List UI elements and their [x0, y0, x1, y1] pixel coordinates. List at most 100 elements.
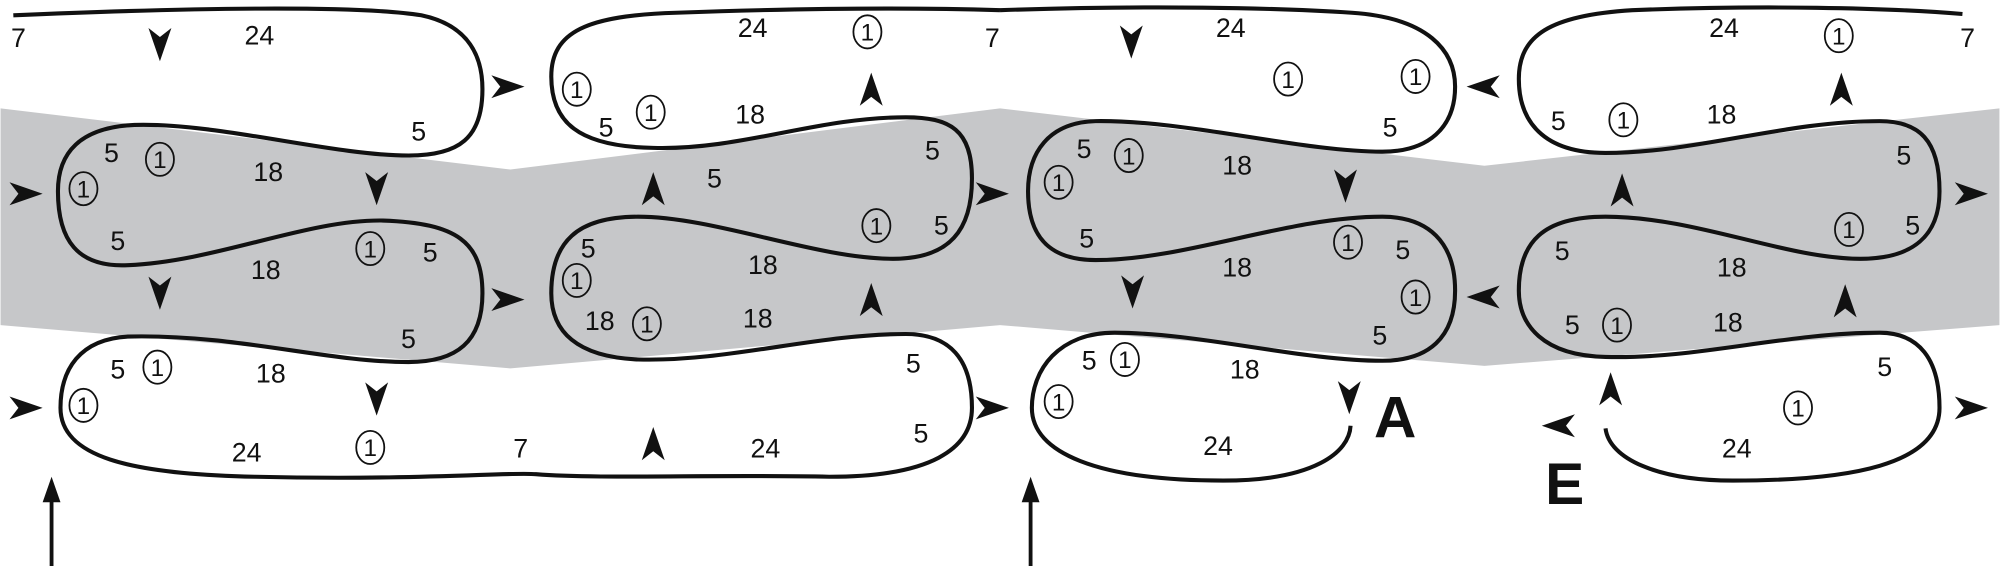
- arrowhead-down-icon: [1333, 169, 1357, 203]
- circled-number-text: 1: [1409, 285, 1422, 312]
- segment-length-label: 5: [934, 211, 949, 241]
- arrowhead-right-icon: [9, 396, 43, 420]
- segment-length-label: 18: [1230, 355, 1260, 385]
- circle-icon: [1400, 59, 1431, 94]
- circled-number-label: 1: [635, 94, 666, 130]
- arrowhead-right-icon: [491, 288, 525, 312]
- segment-length-label: 24: [751, 434, 781, 464]
- circle-icon: [1400, 279, 1431, 315]
- segment-length-label: 18: [1713, 308, 1743, 338]
- circled-number-text: 1: [1341, 230, 1354, 257]
- segment-length-label: 5: [1551, 106, 1566, 136]
- segment-length-label: 24: [244, 21, 274, 51]
- segment-length-label: 5: [1383, 112, 1398, 142]
- circle-icon: [1110, 342, 1140, 377]
- segment-length-label: 18: [1717, 253, 1747, 283]
- arrowhead-left-icon: [1541, 414, 1575, 438]
- circle-icon: [145, 141, 175, 177]
- circle-icon: [852, 14, 883, 50]
- circled-number-label: 1: [852, 14, 883, 50]
- segment-length-label: 7: [513, 434, 528, 464]
- circled-number-text: 1: [1610, 313, 1623, 340]
- segment-length-label: 5: [423, 237, 438, 267]
- segment-length-label: 18: [253, 157, 283, 187]
- circled-number-text: 1: [153, 147, 166, 174]
- segment-length-label: 5: [1565, 310, 1580, 340]
- arrowhead-up-icon: [1599, 372, 1623, 406]
- circled-number-text: 1: [1122, 143, 1135, 170]
- circled-number-label: 1: [355, 429, 386, 465]
- segment-length-label: 5: [906, 348, 921, 378]
- input-arrow-middle: [1021, 476, 1040, 566]
- circle-icon: [1333, 224, 1363, 260]
- segment-length-label: 24: [1709, 13, 1739, 43]
- segment-length-label: 18: [585, 306, 615, 336]
- segment-length-label: 5: [1905, 211, 1920, 241]
- segment-length-label: 5: [411, 116, 426, 146]
- segment-length-label: 24: [1203, 431, 1233, 461]
- arrowhead-up-icon: [1610, 173, 1634, 207]
- segment-length-label: 24: [1216, 13, 1246, 43]
- circled-number-text: 1: [1409, 64, 1422, 91]
- segment-length-label: 5: [401, 324, 416, 354]
- circled-number-text: 1: [870, 213, 883, 240]
- serpentine-path-right: [999, 5, 1458, 483]
- arrowhead-right-icon: [1954, 396, 1988, 420]
- circled-number-label: 1: [1400, 59, 1431, 94]
- circled-number-label: 1: [631, 306, 662, 342]
- segment-length-label: 18: [251, 255, 281, 285]
- segment-length-label: 18: [1222, 253, 1252, 283]
- circled-number-label: 1: [1113, 138, 1144, 173]
- input-arrow-left: [42, 476, 61, 566]
- serpentine-path-far-right: [1516, 5, 1963, 483]
- circled-number-label: 1: [861, 208, 892, 244]
- arrowhead-up-icon: [859, 72, 883, 106]
- segment-length-label: 5: [914, 418, 929, 448]
- arrowhead-right-icon: [491, 75, 525, 99]
- arrowhead-right-icon: [975, 182, 1009, 206]
- circled-number-label: 1: [355, 231, 386, 267]
- circle-icon: [1834, 211, 1864, 247]
- circled-number-label: 1: [1602, 307, 1632, 343]
- circled-number-label: 1: [1110, 342, 1140, 377]
- segment-length-label: 5: [599, 112, 614, 142]
- segment-length-label: 24: [738, 13, 768, 43]
- circle-icon: [1113, 138, 1144, 173]
- circled-number-text: 1: [364, 236, 377, 263]
- marker-e: E: [1545, 452, 1584, 517]
- segment-length-label: 24: [232, 438, 262, 468]
- circle-icon: [1608, 102, 1639, 138]
- arrowhead-right-icon: [975, 396, 1009, 420]
- arrowhead-down-icon: [148, 276, 172, 310]
- circle-icon: [1602, 307, 1632, 343]
- arrowhead-left-icon: [1466, 75, 1500, 99]
- segment-length-label: 24: [1722, 434, 1752, 464]
- circle-icon: [355, 429, 386, 465]
- circled-number-label: 1: [561, 262, 592, 298]
- segment-length-label: 18: [735, 100, 765, 130]
- segment-length-label: 7: [11, 23, 26, 53]
- arrowheads: [9, 25, 1988, 461]
- serpentine-path-left: [13, 6, 1001, 480]
- circled-number-text: 1: [1832, 23, 1845, 50]
- circled-number-text: 1: [1052, 170, 1065, 197]
- circled-number-label: 1: [1823, 18, 1854, 54]
- segment-length-label: 5: [1082, 346, 1097, 376]
- arrowhead-right-icon: [9, 182, 43, 206]
- circled-number-label: 1: [142, 349, 173, 385]
- circled-number-text: 1: [570, 268, 583, 295]
- segment-length-label: 18: [743, 304, 773, 334]
- segment-length-label: 5: [110, 226, 125, 256]
- segment-length-label: 5: [110, 355, 125, 385]
- arrowhead-up-icon: [1833, 284, 1857, 318]
- arrowhead-up-icon: [641, 427, 665, 461]
- circled-number-text: 1: [1118, 347, 1131, 374]
- arrowhead-down-icon: [1337, 381, 1361, 415]
- circled-number-label: 1: [68, 387, 99, 423]
- circled-number-label: 1: [1783, 390, 1813, 426]
- arrowhead-down-icon: [1119, 25, 1143, 59]
- segment-length-label: 18: [748, 250, 778, 280]
- arrowhead-down-icon: [1121, 275, 1145, 309]
